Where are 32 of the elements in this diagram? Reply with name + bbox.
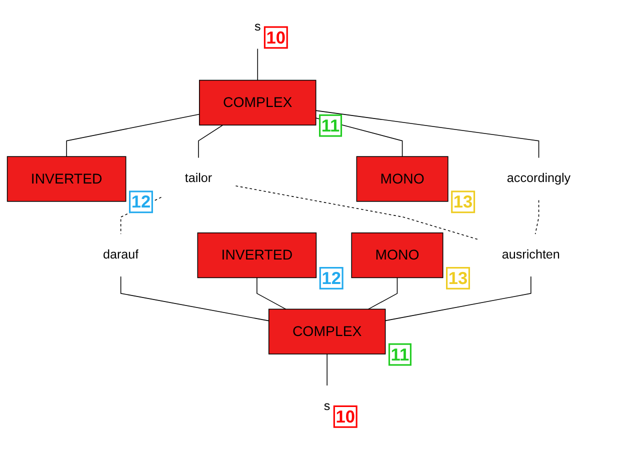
connector: [66, 114, 200, 157]
connector: [256, 277, 286, 310]
index-tag: 11: [388, 343, 412, 366]
connector: [120, 276, 269, 322]
connector: [198, 124, 223, 158]
node-text: darauf: [102, 248, 138, 262]
index-tag: 11: [318, 114, 342, 137]
connector: [256, 48, 258, 81]
node-box: MONO: [356, 156, 448, 202]
index-tag: 10: [332, 405, 357, 428]
connector: [367, 277, 398, 310]
index-tag: 12: [128, 190, 153, 214]
index-tag: 13: [446, 266, 470, 290]
node-box: INVERTED: [196, 232, 316, 278]
node-text: s: [323, 400, 330, 414]
connector: [315, 110, 539, 158]
node-text: ausrichten: [501, 248, 560, 262]
connector: [234, 186, 478, 240]
node-box: COMPLEX: [198, 80, 316, 126]
node-text: s: [254, 20, 260, 34]
node-text: tailor: [184, 172, 212, 186]
connector: [326, 354, 328, 386]
node-box: COMPLEX: [268, 308, 386, 354]
connector: [534, 200, 539, 234]
node-text: accordingly: [506, 172, 570, 186]
connector: [384, 276, 531, 322]
index-tag: 10: [263, 26, 288, 49]
connector: [315, 118, 402, 157]
node-box: INVERTED: [6, 156, 126, 202]
node-box: MONO: [350, 232, 443, 278]
index-tag: 13: [450, 190, 475, 214]
index-tag: 12: [318, 266, 343, 290]
